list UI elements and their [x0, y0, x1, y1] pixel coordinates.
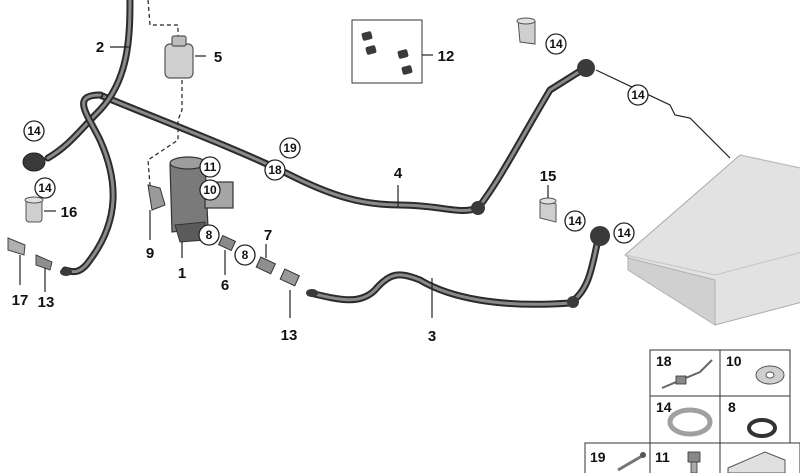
circled-callouts: 14 14 14 14 14 14 19 18: [23, 33, 649, 266]
plain-labels: 1 2 3 4 5 6 7 9 12 13 13 15 16 17: [12, 39, 557, 345]
svg-text:14: 14: [617, 226, 631, 240]
label-17: 17: [12, 292, 29, 309]
dashed-leaders: [147, 0, 183, 186]
label-2: 2: [96, 39, 104, 56]
svg-text:8: 8: [206, 228, 213, 242]
label-1: 1: [178, 265, 186, 282]
hose-2-and-4: [44, 0, 589, 276]
tank: [624, 154, 800, 326]
label-3: 3: [428, 328, 436, 345]
tank-leader: [595, 69, 731, 159]
part-12-kit: [351, 19, 433, 84]
legend-10: 10: [726, 353, 742, 369]
label-7: 7: [264, 227, 272, 244]
callout-8-left: 8: [198, 224, 220, 246]
leaders: [110, 46, 549, 318]
label-13-center: 13: [281, 327, 298, 344]
label-5: 5: [214, 49, 222, 66]
callout-18: 18: [264, 159, 286, 181]
label-16: 16: [61, 204, 78, 221]
legend-8: 8: [728, 399, 736, 415]
bracket-part: [727, 451, 786, 473]
callout-14-left-1: 14: [23, 120, 45, 142]
svg-text:14: 14: [27, 124, 41, 138]
svg-text:19: 19: [283, 141, 297, 155]
clip-part-18: [661, 359, 713, 389]
svg-text:14: 14: [549, 37, 563, 51]
callout-14-right: 14: [613, 222, 635, 244]
left-fittings: [7, 152, 72, 292]
callout-8-right: 8: [234, 244, 256, 266]
callout-14-mid: 14: [564, 210, 586, 232]
label-13-left: 13: [38, 294, 55, 311]
legend-19: 19: [590, 449, 606, 465]
svg-text:14: 14: [568, 214, 582, 228]
callout-11: 11: [199, 156, 221, 178]
callout-14-left-2: 14: [34, 177, 56, 199]
callout-19: 19: [279, 137, 301, 159]
legend-18: 18: [656, 353, 672, 369]
filter-part-5: [164, 35, 206, 79]
svg-text:10: 10: [203, 183, 217, 197]
svg-text:14: 14: [631, 88, 645, 102]
callout-14-upper-right: 14: [627, 84, 649, 106]
hose-3: [306, 236, 602, 308]
label-15: 15: [540, 168, 557, 185]
right-fittings: [306, 17, 610, 308]
label-4: 4: [394, 165, 403, 182]
label-12: 12: [438, 48, 455, 65]
fittings-6-7-13: [217, 234, 301, 318]
callout-10: 10: [199, 179, 221, 201]
label-9: 9: [146, 245, 154, 262]
legend-11: 11: [655, 449, 670, 465]
legend-14: 14: [656, 399, 672, 415]
callout-14-top-right: 14: [545, 33, 567, 55]
label-6: 6: [221, 277, 229, 294]
svg-text:14: 14: [38, 181, 52, 195]
svg-text:8: 8: [242, 248, 249, 262]
hose-2: [44, 0, 134, 162]
legend-table: 18 10 14 8 19 11: [584, 349, 800, 473]
svg-text:11: 11: [204, 160, 217, 174]
svg-text:18: 18: [268, 163, 282, 177]
